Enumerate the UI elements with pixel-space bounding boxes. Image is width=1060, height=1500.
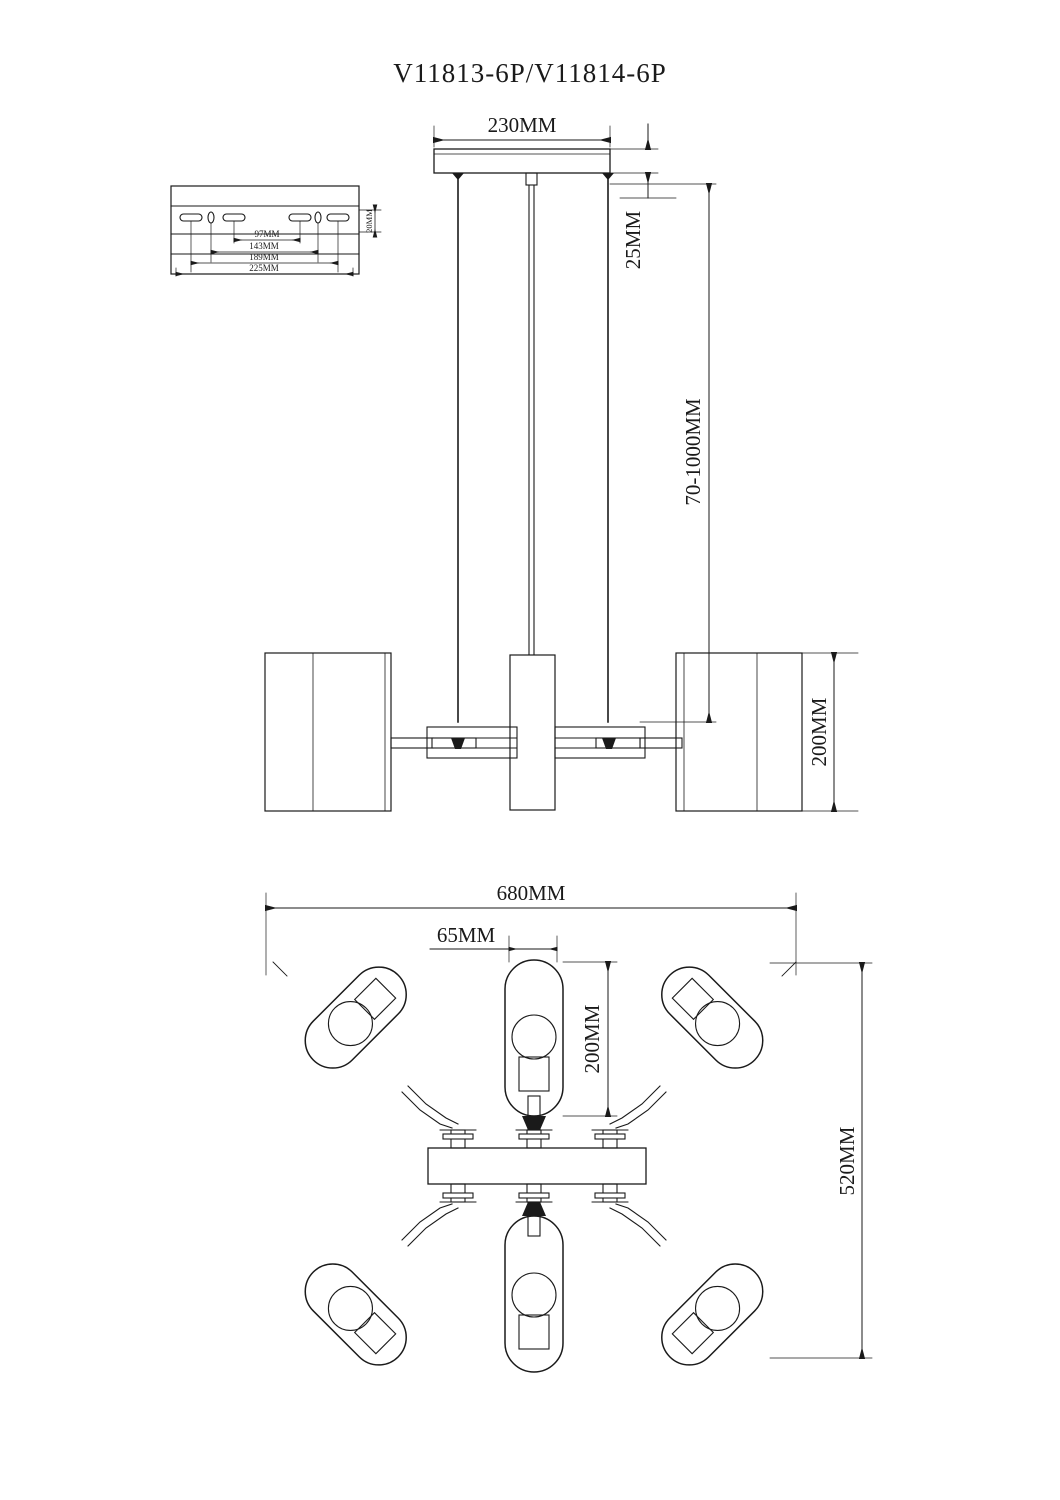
lamp-bottom-left — [304, 1203, 459, 1366]
arm-right — [554, 726, 683, 759]
arm-left — [390, 726, 518, 759]
lamp-top-right — [609, 961, 797, 1129]
dim-520mm-plan — [769, 962, 873, 1359]
label-65mm: 65MM — [437, 923, 496, 947]
label-200mm-elevation: 200MM — [807, 697, 831, 766]
lamp-bottom-right — [609, 1203, 764, 1366]
lamp-bottom-center — [504, 1201, 564, 1373]
lamp-top-left — [272, 961, 459, 1129]
dim-65mm — [429, 935, 558, 963]
label-97mm: 97MM — [254, 229, 279, 239]
elevation-view — [264, 123, 859, 812]
drawing-title: V11813-6P/V11814-6P — [393, 58, 667, 88]
dim-230mm — [433, 125, 611, 148]
dim-200mm-plan — [562, 961, 618, 1117]
slot-hole — [179, 213, 350, 222]
plan-view — [265, 892, 873, 1373]
suspension-cable — [452, 173, 614, 723]
label-230mm: 230MM — [488, 113, 557, 137]
mounting-plate-detail — [170, 185, 382, 277]
dim-25mm — [609, 123, 677, 199]
label-200mm-plan: 200MM — [580, 1004, 604, 1073]
label-680mm: 680MM — [497, 881, 566, 905]
dim-680mm — [265, 892, 797, 976]
dim-70-1000mm — [609, 183, 717, 723]
label-25mm: 25MM — [621, 211, 645, 270]
center-rod — [525, 172, 538, 656]
dim-200mm-elevation — [801, 652, 859, 812]
label-520mm-plan: 520MM — [835, 1126, 859, 1195]
lamp-top-center — [504, 959, 564, 1131]
shade-left — [264, 652, 392, 812]
shade-right — [675, 652, 803, 812]
hub-bar — [427, 1129, 647, 1203]
label-189mm: 189MM — [249, 252, 279, 262]
label-143mm: 143MM — [249, 241, 279, 251]
dimension-labels: 97MM 143MM 189MM 225MM 20MM 230MM 25MM 7… — [249, 113, 859, 1195]
label-225mm: 225MM — [249, 263, 279, 273]
canopy — [433, 148, 611, 174]
label-70-1000mm: 70-1000MM — [681, 398, 705, 506]
label-20mm: 20MM — [364, 209, 374, 233]
